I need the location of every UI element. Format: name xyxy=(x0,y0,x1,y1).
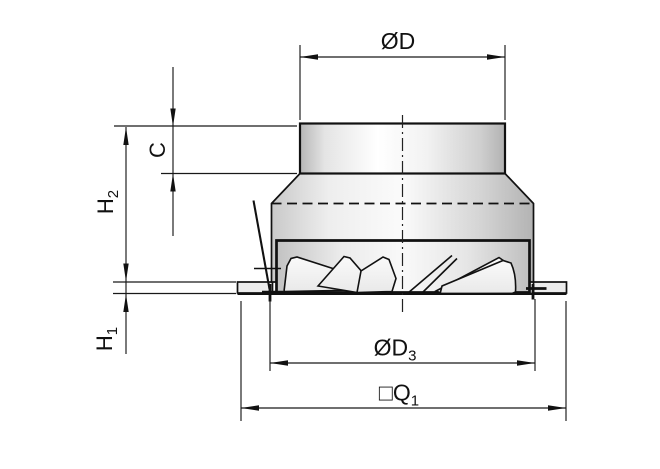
arrow-od3-right xyxy=(517,360,535,366)
adjustment-lever xyxy=(252,200,271,290)
dimension-arrowheads xyxy=(123,54,566,411)
arrow-h2-bottom xyxy=(123,263,129,282)
arrow-c-bottom xyxy=(170,173,176,192)
swirl-vane-edge xyxy=(421,257,458,294)
swirl-vane-edge xyxy=(407,254,453,294)
arrow-c-top xyxy=(170,108,176,127)
arrow-q1-left xyxy=(241,405,259,411)
arrow-h2-top xyxy=(123,127,129,145)
dim-label-h2: H2 xyxy=(93,190,122,214)
dim-label-od: ØD xyxy=(381,28,416,54)
dim-label-h1: H1 xyxy=(92,327,121,351)
swirl-vane xyxy=(438,259,517,295)
mounting-clip-right xyxy=(526,284,547,300)
swirl-vane xyxy=(356,256,397,294)
dim-label-c: C xyxy=(145,142,170,158)
dim-label-q1: □Q1 xyxy=(379,380,419,410)
arrow-od3-left xyxy=(270,360,288,366)
arrow-od-right xyxy=(487,54,505,60)
arrow-q1-right xyxy=(548,405,566,411)
swirl-vane-set xyxy=(283,254,517,295)
dim-label-od3: ØD3 xyxy=(374,335,417,365)
arrow-od-left xyxy=(300,54,318,60)
arrow-h1 xyxy=(123,294,129,312)
